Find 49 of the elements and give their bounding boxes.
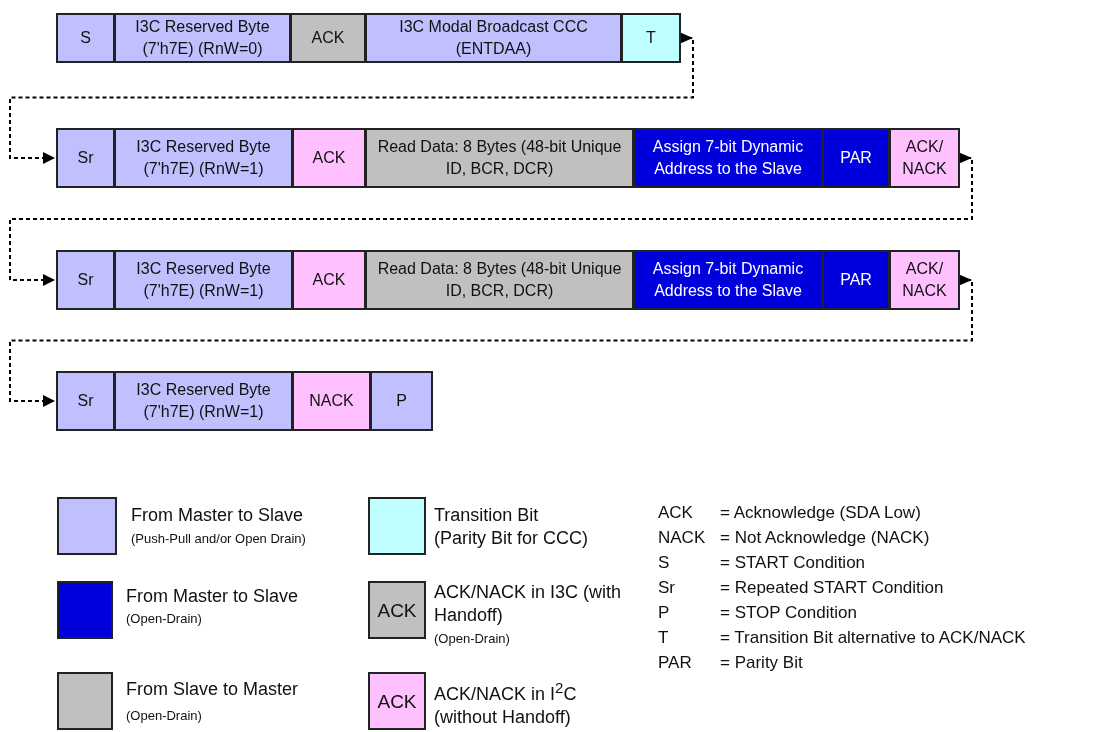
frame-field: Sr — [56, 128, 115, 188]
frame-field: Read Data: 8 Bytes (48-bit Unique ID, BCR, DCR) — [365, 250, 634, 310]
legend-text: Transition Bit (Parity Bit for CCC) — [434, 504, 589, 551]
frame-field: I3C Reserved Byte (7'h7E) (RnW=0) — [114, 13, 291, 63]
frame-field: I3C Modal Broadcast CCC (ENTDAA) — [365, 13, 622, 63]
swatch-label: ACK — [376, 600, 418, 623]
abbreviation: PAR — [658, 653, 692, 674]
frame-field: ACK/ NACK — [889, 128, 960, 188]
legend-note: (Push-Pull and/or Open Drain) — [131, 531, 306, 547]
abbreviation-definition: = Transition Bit alternative to ACK/NACK — [720, 628, 1026, 649]
frame-field: I3C Reserved Byte (7'h7E) (RnW=1) — [114, 371, 293, 431]
frame-field: I3C Reserved Byte (7'h7E) (RnW=1) — [114, 128, 293, 188]
abbreviation-definition: = Repeated START Condition — [720, 578, 944, 599]
legend-text: From Master to Slave — [131, 504, 305, 527]
abbreviation: P — [658, 603, 670, 624]
frame-field: ACK/ NACK — [889, 250, 960, 310]
legend-text: From Master to Slave — [126, 585, 300, 608]
frame-field: S — [56, 13, 115, 63]
frame-field: T — [621, 13, 681, 63]
abbreviation-definition: = STOP Condition — [720, 603, 857, 624]
frame-field: Assign 7-bit Dynamic Address to the Slave — [633, 128, 823, 188]
abbreviation-definition: = Not Acknowledge (NACK) — [720, 528, 930, 549]
frame-field: I3C Reserved Byte (7'h7E) (RnW=1) — [114, 250, 293, 310]
frame-field: P — [370, 371, 433, 431]
abbreviation-definition: = START Condition — [720, 553, 866, 574]
legend-note: (Open-Drain) — [126, 708, 202, 724]
frame-field: Read Data: 8 Bytes (48-bit Unique ID, BCR, DCR) — [365, 128, 634, 188]
abbreviation: S — [658, 553, 670, 574]
swatch-label: ACK — [376, 691, 418, 714]
frame-field: Assign 7-bit Dynamic Address to the Slave — [633, 250, 823, 310]
frame-field: PAR — [822, 128, 890, 188]
abbreviation: T — [658, 628, 669, 649]
abbreviation-definition: = Acknowledge (SDA Low) — [720, 503, 921, 524]
legend-text: ACK/NACK in I$^{2}$C (without Handoff) — [434, 678, 578, 730]
frame-field: Sr — [56, 371, 115, 431]
abbreviation: ACK — [658, 503, 693, 524]
abbreviation: NACK — [658, 528, 706, 549]
frame-field: ACK — [292, 128, 366, 188]
frame-field: ACK — [292, 250, 366, 310]
legend-note: (Open-Drain) — [126, 611, 202, 627]
legend-note: (Open-Drain) — [434, 631, 510, 647]
abbreviation: Sr — [658, 578, 675, 599]
legend-text: From Slave to Master — [126, 678, 300, 701]
frame-field: NACK — [292, 371, 371, 431]
frame-field: PAR — [822, 250, 890, 310]
abbreviation-definition: = Parity Bit — [720, 653, 803, 674]
frame-field: ACK — [290, 13, 366, 63]
frame-field: Sr — [56, 250, 115, 310]
legend-text: ACK/NACK in I3C (with Handoff) — [434, 581, 623, 628]
